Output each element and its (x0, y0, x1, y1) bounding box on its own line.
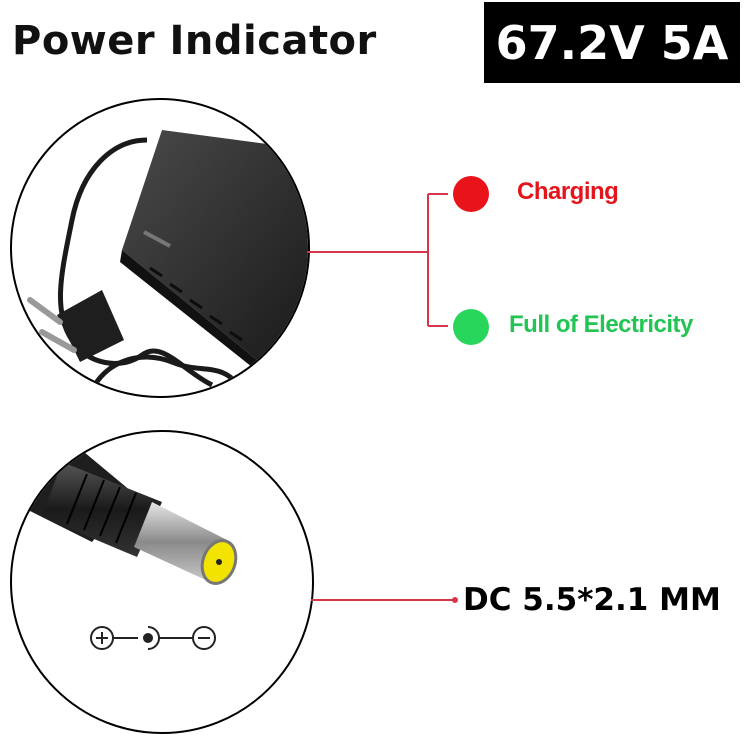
charging-label: Charging (517, 178, 619, 205)
spec-badge: 67.2V 5A (484, 2, 740, 83)
charger-illustration (27, 130, 308, 392)
eu-plug (57, 290, 124, 362)
charging-indicator-dot (453, 176, 489, 212)
charger-edge (120, 250, 262, 375)
plug-housing (42, 462, 162, 557)
full-indicator-dot (453, 309, 489, 345)
charger-vents (149, 266, 243, 342)
charger-image (10, 98, 310, 398)
polarity-diagram (90, 626, 216, 650)
charger-body (122, 130, 308, 360)
plug-pin (27, 297, 63, 325)
plug-pin (39, 329, 77, 353)
full-label: Full of Electricity (509, 311, 693, 338)
dc-spec-label: DC 5.5*2.1 MM (463, 582, 721, 618)
led-slot (143, 230, 171, 248)
minus-icon (192, 626, 216, 650)
dc-connector-image (10, 430, 314, 734)
page-title: Power Indicator (12, 18, 377, 64)
dc-plug-illustration (12, 442, 238, 585)
